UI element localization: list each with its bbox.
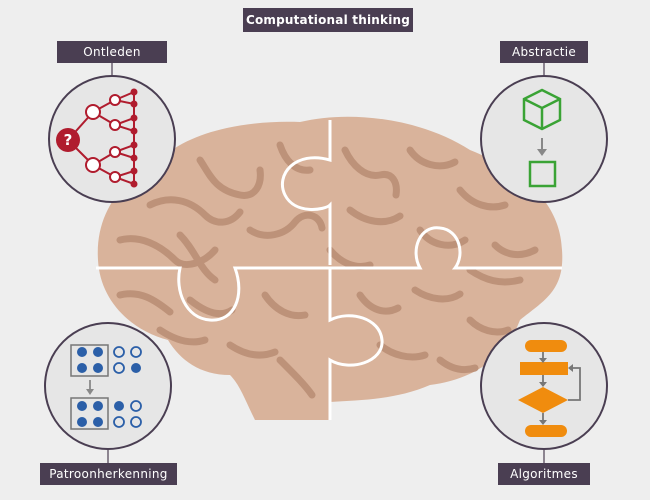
page-title: Computational thinking [243, 8, 413, 32]
question-mark-icon: ? [64, 131, 73, 149]
label-algorithms: Algoritmes [498, 463, 590, 485]
pattern-grid-icon [70, 344, 142, 430]
abstraction-circle [480, 75, 608, 203]
connectors [107, 63, 545, 463]
algorithms-circle [480, 322, 608, 450]
decomposition-circle: ? [48, 75, 176, 203]
label-decomposition: Ontleden [57, 41, 167, 63]
label-pattern-recognition: Patroonherkenning [40, 463, 177, 485]
brain-puzzle [96, 116, 563, 420]
label-abstraction: Abstractie [500, 41, 588, 63]
flowchart-icon [518, 340, 581, 437]
pattern-recognition-circle [44, 322, 172, 450]
cube-to-square-icon [522, 88, 562, 188]
arrow-down-icon [537, 138, 547, 156]
puzzle-seams [96, 120, 562, 420]
